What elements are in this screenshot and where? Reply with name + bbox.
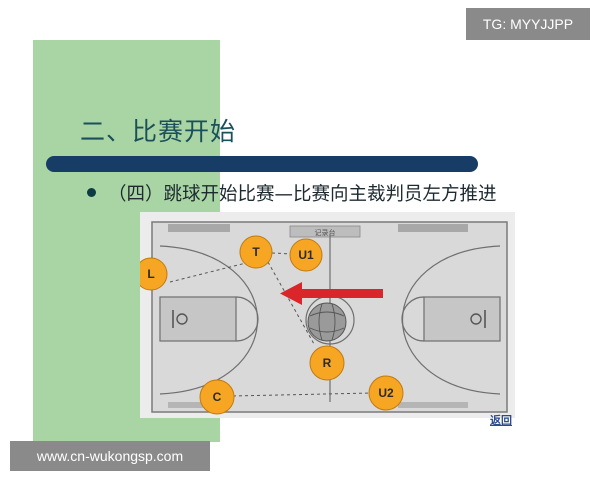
left-key (159, 296, 237, 342)
player-u2: U2 (368, 375, 404, 411)
player-label-u1: U1 (298, 248, 314, 262)
play-direction-arrow-icon (280, 282, 383, 305)
watermark-top-right: TG: MYYJJPP (466, 8, 590, 40)
bench-bottom-right (398, 402, 468, 408)
player-c: C (199, 379, 235, 415)
player-t: T (239, 235, 273, 269)
title-underline-bar (46, 156, 478, 172)
return-link[interactable]: 返回 (490, 414, 512, 427)
basketball-icon (307, 302, 347, 342)
player-u1: U1 (289, 238, 323, 272)
bullet-text: （四）跳球开始比赛—比赛向主裁判员左方推进 (108, 184, 497, 205)
bench-left (168, 224, 230, 232)
right-key (423, 296, 501, 342)
court-svg: 记录台 (140, 212, 515, 418)
movement-line-c-to-u2 (232, 392, 373, 397)
player-label-c: C (213, 390, 222, 404)
bullet-icon (87, 188, 96, 197)
left-basket (176, 313, 188, 325)
right-basket (470, 313, 482, 325)
player-r: R (309, 345, 345, 381)
scorer-table-label: 记录台 (315, 228, 336, 237)
bench-bottom-left (168, 402, 230, 408)
movement-lines (169, 252, 373, 397)
court-diagram: 记录台 (140, 212, 515, 418)
bench-right (398, 224, 468, 232)
player-label-l: L (147, 267, 154, 281)
slide-title: 二、比赛开始 (80, 117, 237, 146)
watermark-bottom-left: www.cn-wukongsp.com (10, 441, 210, 471)
player-label-u2: U2 (378, 386, 394, 400)
right-three-point-line (401, 245, 501, 395)
player-l: L (140, 257, 168, 291)
scorer-table (289, 225, 361, 238)
movement-line-t-to-l (169, 257, 267, 283)
player-label-r: R (323, 356, 332, 370)
movement-line-t-to-r (267, 261, 315, 345)
player-label-t: T (252, 245, 260, 259)
